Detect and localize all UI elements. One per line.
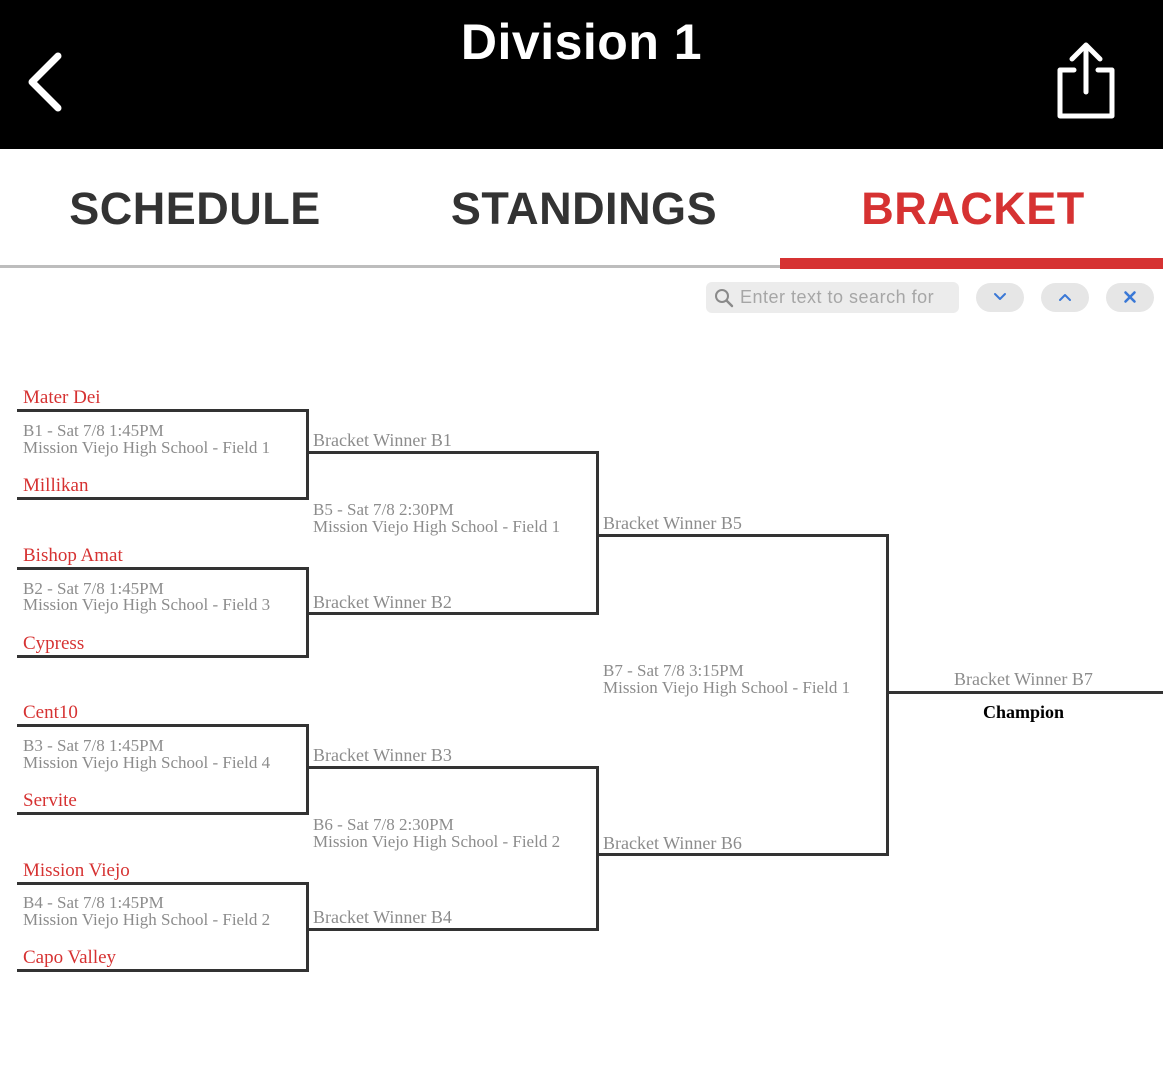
bracket-line — [306, 567, 309, 658]
share-icon[interactable] — [1052, 40, 1120, 122]
chevron-left-icon[interactable] — [22, 50, 70, 114]
match-venue: Mission Viejo High School - Field 2 — [313, 832, 561, 851]
team-name[interactable]: Mater Dei — [23, 387, 101, 408]
bracket-line — [886, 691, 1163, 694]
bracket-line — [306, 928, 599, 931]
bracket-line — [596, 534, 889, 537]
team-name[interactable]: Servite — [23, 790, 77, 811]
champion-label: Champion — [983, 702, 1065, 722]
bracket-line — [17, 655, 309, 658]
bracket-winner-label: Bracket Winner B5 — [603, 513, 742, 533]
bracket-line — [306, 409, 309, 500]
match-venue: Mission Viejo High School - Field 4 — [23, 753, 271, 772]
bracket-line — [596, 451, 599, 615]
search-next-button[interactable] — [976, 283, 1024, 312]
match-info: B7 - Sat 7/8 3:15PM — [603, 661, 744, 680]
team-name[interactable]: Bishop Amat — [23, 545, 123, 566]
match-venue: Mission Viejo High School - Field 1 — [313, 517, 561, 536]
match-info: B4 - Sat 7/8 1:45PM — [23, 893, 164, 912]
tab-bar: SCHEDULE STANDINGS BRACKET — [0, 149, 1163, 269]
bracket-line — [306, 882, 309, 972]
navigation-bar: Division 1 — [0, 0, 1163, 149]
bracket-line — [306, 724, 309, 815]
bracket-line — [596, 853, 889, 856]
team-name[interactable]: Mission Viejo — [23, 860, 130, 881]
bracket-line — [17, 812, 309, 815]
team-name[interactable]: Capo Valley — [23, 947, 117, 968]
bracket-winner-label: Bracket Winner B6 — [603, 833, 742, 853]
bracket-line — [596, 766, 599, 931]
active-tab-indicator — [780, 258, 1163, 269]
search-icon — [715, 289, 734, 308]
search-field[interactable] — [706, 282, 959, 313]
tab-bracket[interactable]: BRACKET — [861, 183, 1085, 234]
chevron-up-icon — [1059, 294, 1071, 301]
tab-standings[interactable]: STANDINGS — [450, 183, 718, 234]
bracket-line — [17, 497, 309, 500]
match-info: B2 - Sat 7/8 1:45PM — [23, 579, 164, 598]
team-name[interactable]: Millikan — [23, 475, 89, 496]
search-close-button[interactable] — [1106, 283, 1154, 312]
match-info: B3 - Sat 7/8 1:45PM — [23, 736, 164, 755]
page-title-text: Division 1 — [460, 14, 703, 70]
tab-divider — [0, 265, 1163, 268]
bracket-line — [17, 724, 309, 727]
bracket-winner-label: Bracket Winner B4 — [313, 907, 452, 927]
match-info: B5 - Sat 7/8 2:30PM — [313, 500, 454, 519]
match-info: B1 - Sat 7/8 1:45PM — [23, 421, 164, 440]
bracket-line — [306, 766, 599, 769]
tab-schedule[interactable]: SCHEDULE — [69, 183, 321, 234]
match-venue: Mission Viejo High School - Field 1 — [23, 438, 271, 457]
team-name[interactable]: Cent10 — [23, 702, 78, 723]
bracket-line — [17, 882, 309, 885]
bracket-line — [886, 534, 889, 856]
bracket-line — [306, 451, 599, 454]
chevron-down-icon — [994, 293, 1006, 300]
bracket-line — [17, 409, 309, 412]
close-icon — [1124, 291, 1136, 303]
search-previous-button[interactable] — [1041, 283, 1089, 312]
bracket-winner-label: Bracket Winner B3 — [313, 745, 452, 765]
bracket-line — [17, 567, 309, 570]
match-info: B6 - Sat 7/8 2:30PM — [313, 815, 454, 834]
bracket-winner-label: Bracket Winner B7 — [954, 669, 1093, 689]
search-input[interactable] — [740, 285, 950, 310]
bracket-winner-label: Bracket Winner B2 — [313, 592, 452, 612]
bracket-line — [17, 969, 309, 972]
bracket-winner-label: Bracket Winner B1 — [313, 430, 452, 450]
match-venue: Mission Viejo High School - Field 2 — [23, 910, 271, 929]
match-venue: Mission Viejo High School - Field 1 — [603, 678, 851, 697]
page-title: Division 1 — [0, 0, 1163, 166]
bracket-line — [306, 612, 599, 615]
team-name[interactable]: Cypress — [23, 633, 85, 654]
match-venue: Mission Viejo High School - Field 3 — [23, 595, 271, 614]
